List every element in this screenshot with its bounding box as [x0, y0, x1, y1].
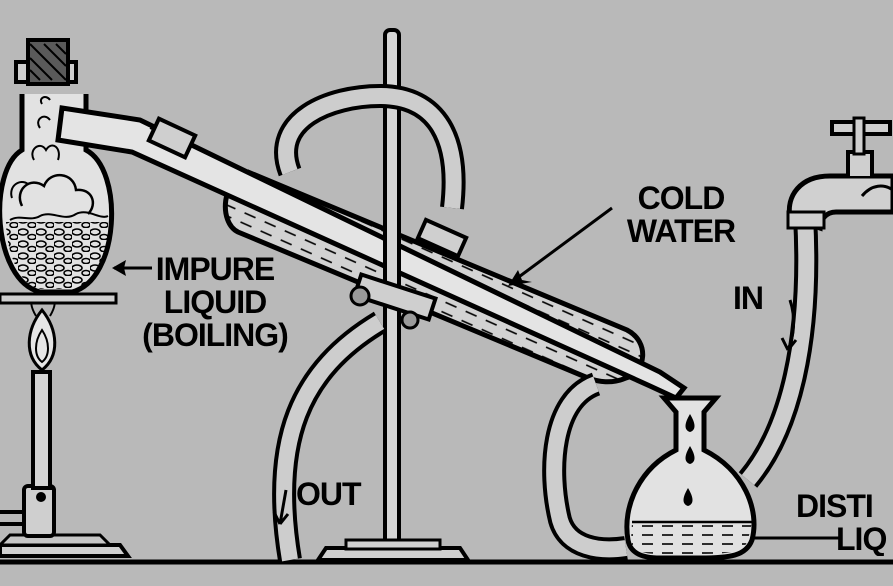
inlet-hose [542, 215, 819, 562]
ring-support [0, 292, 118, 305]
condenser [55, 105, 688, 402]
distilled-liquid-label-line2: LIQ [836, 521, 887, 556]
water-faucet [786, 116, 893, 232]
impure-liquid-label-line2: LIQUID [163, 284, 267, 320]
burner-flame [27, 295, 57, 372]
in-label: IN [733, 280, 764, 316]
impure-liquid-label-line1: IMPURE [155, 251, 275, 287]
cold-water-label-line2: WATER [626, 213, 736, 249]
bunsen-burner [0, 370, 132, 558]
cold-water-arrow [508, 206, 613, 286]
distilled-liquid-label-line1: DISTI [796, 490, 874, 524]
impure-liquid-arrow [112, 260, 152, 276]
impure-liquid-label-line3: (BOILING) [142, 317, 289, 353]
boiling-flask [0, 38, 115, 295]
cold-water-label-line1: COLD [637, 180, 726, 216]
receiving-flask [624, 395, 840, 561]
impure-liquid-label: IMPURE LIQUID (BOILING) [118, 253, 312, 352]
cold-water-label: COLD WATER [602, 182, 760, 248]
distilled-liquid-label: DISTI LIQ [796, 490, 893, 556]
ring-stand [314, 28, 472, 562]
out-label: OUT [296, 476, 362, 512]
outlet-hose [272, 83, 466, 562]
